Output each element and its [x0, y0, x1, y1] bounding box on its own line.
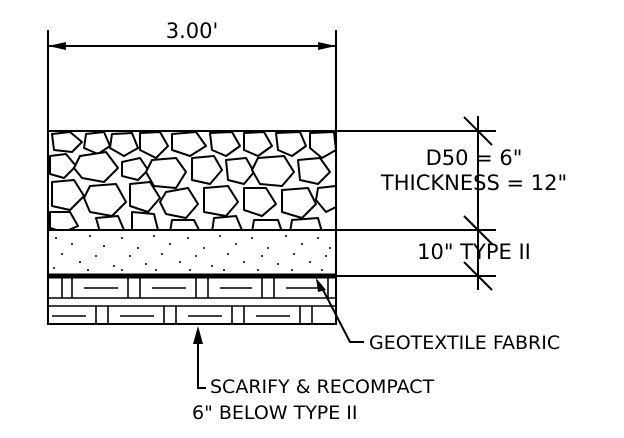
scarify-leader-line — [197, 340, 206, 389]
subgrade-hatch — [48, 278, 336, 324]
width-dimension-label: 3.00' — [166, 19, 219, 43]
subgrade-outline — [47, 275, 337, 325]
thickness-label: THICKNESS = 12" — [380, 171, 567, 195]
scarify-arrow-icon — [193, 326, 203, 344]
scarified-subgrade-layer — [47, 275, 337, 325]
riprap-layer — [47, 130, 337, 231]
geotextile-leader-line — [319, 283, 364, 343]
scarify-label-line1: SCARIFY & RECOMPACT — [210, 376, 435, 398]
type-ii-bedding-layer — [47, 229, 337, 277]
tick-bedding-bottom-icon — [463, 261, 493, 291]
scarify-callout: SCARIFY & RECOMPACT 6" BELOW TYPE II — [192, 326, 435, 424]
d50-label: D50 = 6" — [426, 146, 523, 170]
bedding-outline — [47, 229, 337, 277]
scarify-label-line2: 6" BELOW TYPE II — [192, 402, 358, 424]
tick-bedding-top-icon — [463, 215, 493, 245]
thickness-dimensions: D50 = 6" THICKNESS = 12" 10" TYPE II — [336, 116, 567, 291]
arrow-right-icon — [318, 42, 336, 50]
geotextile-callout: GEOTEXTILE FABRIC — [316, 278, 560, 354]
riprap-hatch — [49, 131, 336, 230]
geotextile-arrow-icon — [316, 278, 326, 292]
bedding-stipple — [53, 235, 331, 271]
tick-riprap-top-icon — [463, 116, 493, 146]
bedding-thickness-label: 10" TYPE II — [417, 240, 531, 264]
width-dimension: 3.00' — [47, 19, 337, 130]
arrow-left-icon — [48, 42, 66, 50]
geotextile-label: GEOTEXTILE FABRIC — [369, 332, 560, 354]
